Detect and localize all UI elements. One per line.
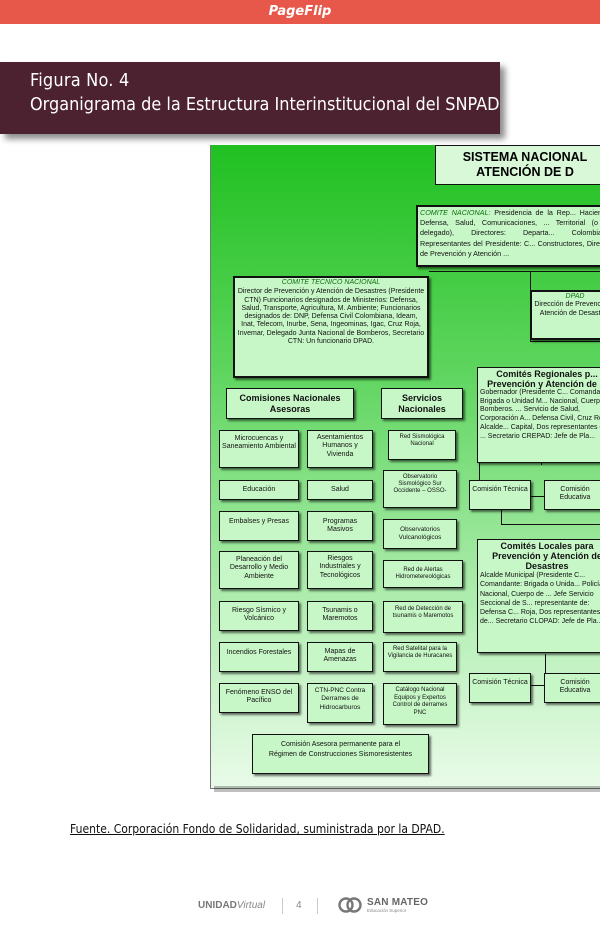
comision-ctn-pnc: CTN-PNC Contra Derrames de Hidrocarburos [307, 683, 373, 723]
servicios-nacionales-header: Servicios Nacionales [381, 388, 463, 419]
servicio-red-alertas: Red de Alertas Hidrometereológicas [383, 560, 463, 588]
sistema-nacional-title: SISTEMA NACIONAL ATENCIÓN DE D [435, 145, 600, 185]
comision-educacion: Educación [219, 480, 299, 500]
comisiones-nacionales-header: Comisiones Nacionales Asesoras [226, 388, 354, 419]
figure-title-block: Figura No. 4 Organigrama de la Estructur… [0, 62, 500, 134]
comision-salud: Salud [307, 480, 373, 500]
local-comision-educativa: Comisión Educativa [544, 673, 600, 703]
san-mateo-name: SAN MATEO [367, 897, 429, 908]
comision-asentamientos: Asentamientos Humanos y Vivienda [307, 430, 373, 468]
servicio-catalogo-nacional: Catálogo Nacional Equipos y Expertos Con… [383, 683, 457, 725]
san-mateo-subtitle: Educación Superior [367, 908, 407, 913]
comision-incendios: Incendios Forestales [219, 642, 299, 672]
org-chart-image: SISTEMA NACIONAL ATENCIÓN DE D COMITE NA… [210, 145, 600, 789]
figure-title: Organigrama de la Estructura Interinstit… [30, 95, 500, 115]
comite-nacional-box: COMITE NACIONAL: Presidencia de la Rep..… [416, 205, 600, 267]
page-number: 4 [296, 900, 302, 911]
figure-number: Figura No. 4 [30, 70, 130, 91]
comision-asesora-permanente: Comisión Asesora permanente para el Régi… [252, 734, 429, 774]
servicio-red-sismologica: Red Sismológica Nacional [388, 430, 456, 460]
dpad-box: DPAD Dirección de Prevención y Atención … [530, 290, 600, 340]
comision-mapas-amenazas: Mapas de Amenazas [307, 642, 373, 672]
unidad-virtual-logo: UNIDADVirtual [198, 900, 266, 911]
comision-microcuencas: Microcuencas y Saneamiento Ambiental [219, 430, 299, 468]
comision-tsunamis: Tsunamis o Maremotos [307, 601, 373, 631]
local-comision-tecnica: Comisión Técnica [469, 673, 531, 703]
comision-riesgos-industriales: Riesgos Industriales y Tecnológicos [307, 551, 373, 589]
comision-riesgo-sismico: Riesgo Sísmico y Volcánico [219, 601, 299, 631]
footer: UNIDADVirtual 4 SAN MATEO Educación Supe… [0, 896, 600, 916]
san-mateo-logo-icon [338, 897, 362, 913]
comite-tecnico-box: COMITE TECNICO NACIONAL Director de Prev… [233, 276, 429, 378]
comites-regionales-box: Comités Regionales p... Prevención y Ate… [477, 367, 600, 463]
servicio-red-satelital: Red Satelital para la Vigilancia de Hura… [383, 642, 457, 672]
comision-programas-masivos: Programas Masivos [307, 511, 373, 541]
regional-comision-educativa: Comisión Educativa [544, 480, 600, 510]
pageflip-header: PageFlip [0, 0, 600, 24]
regional-comision-tecnica: Comisión Técnica [469, 480, 531, 510]
servicio-red-tsunamis: Red de Detección de tsunamis o Maremotos [383, 601, 463, 633]
comites-locales-box: Comités Locales para Prevención y Atenci… [477, 539, 600, 653]
servicio-osso: Observatorio Sismológico Sur Occidente –… [383, 470, 457, 508]
comision-enso: Fenómeno ENSO del Pacífico [219, 683, 299, 713]
servicio-observatorios-vulcanologicos: Observatorios Vulcanológicos [383, 519, 457, 549]
comision-embalses: Embalses y Presas [219, 511, 299, 541]
source-caption: Fuente. Corporación Fondo de Solidaridad… [70, 822, 445, 836]
chart-shadow [214, 786, 600, 792]
comision-planeacion: Planeación del Desarrollo y Medio Ambien… [219, 551, 299, 589]
